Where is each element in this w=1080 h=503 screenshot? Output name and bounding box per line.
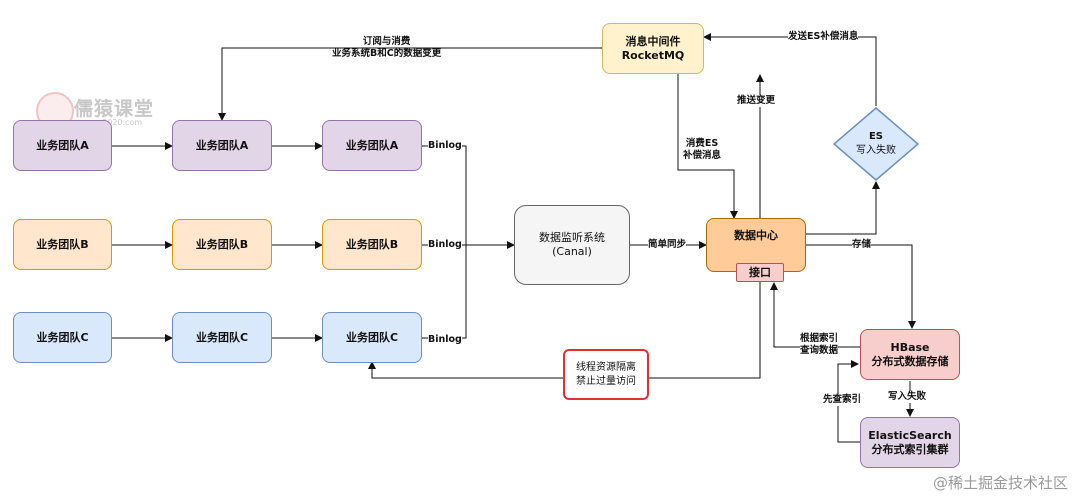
team-c-3: 业务团队C <box>322 312 422 363</box>
team-a-1: 业务团队A <box>13 120 112 171</box>
arrow-esfail-mq <box>703 33 877 106</box>
brand-watermark: 儒猿课堂 <box>74 98 155 120</box>
binlog-line-a <box>422 145 514 246</box>
team-b-1: 业务团队B <box>13 219 112 270</box>
footer-watermark: @稀土掘金技术社区 <box>932 474 1068 492</box>
canal-node: 数据监听系统(Canal) <box>514 205 630 285</box>
es-fail-diamond <box>832 107 920 181</box>
binlog-label-c: Binlog <box>428 334 462 346</box>
label-subscribe: 订阅与消费业务系统B和C的数据变更 <box>332 36 442 59</box>
binlog-label-b: Binlog <box>428 239 462 251</box>
team-c-1: 业务团队C <box>13 312 112 363</box>
label-store: 存储 <box>852 239 872 251</box>
label-simple-sync: 简单同步 <box>648 239 687 251</box>
label-query: 根据索引查询数据 <box>800 333 839 357</box>
arrow-mq-subscribe <box>218 47 602 121</box>
binlog-line-c <box>422 245 467 339</box>
interface-node: 接口 <box>736 263 784 282</box>
label-push-change: 推送变更 <box>737 95 776 107</box>
team-a-3: 业务团队A <box>322 120 422 171</box>
team-b-2: 业务团队B <box>172 219 272 270</box>
team-c-2: 业务团队C <box>172 312 272 363</box>
label-write-fail: 写入失败 <box>888 391 927 403</box>
team-a-2: 业务团队A <box>172 120 272 171</box>
isolation-node: 线程资源隔离禁止过量访问 <box>563 349 649 400</box>
arrow-mq-center <box>677 73 738 219</box>
arrow-center-hbase <box>806 244 916 329</box>
team-b-3: 业务团队B <box>322 219 422 270</box>
label-send-es: 发送ES补偿消息 <box>788 31 859 43</box>
arrow-center-esfail <box>806 181 880 235</box>
label-lookup-index: 先查索引 <box>823 394 862 406</box>
binlog-label-a: Binlog <box>428 140 462 152</box>
